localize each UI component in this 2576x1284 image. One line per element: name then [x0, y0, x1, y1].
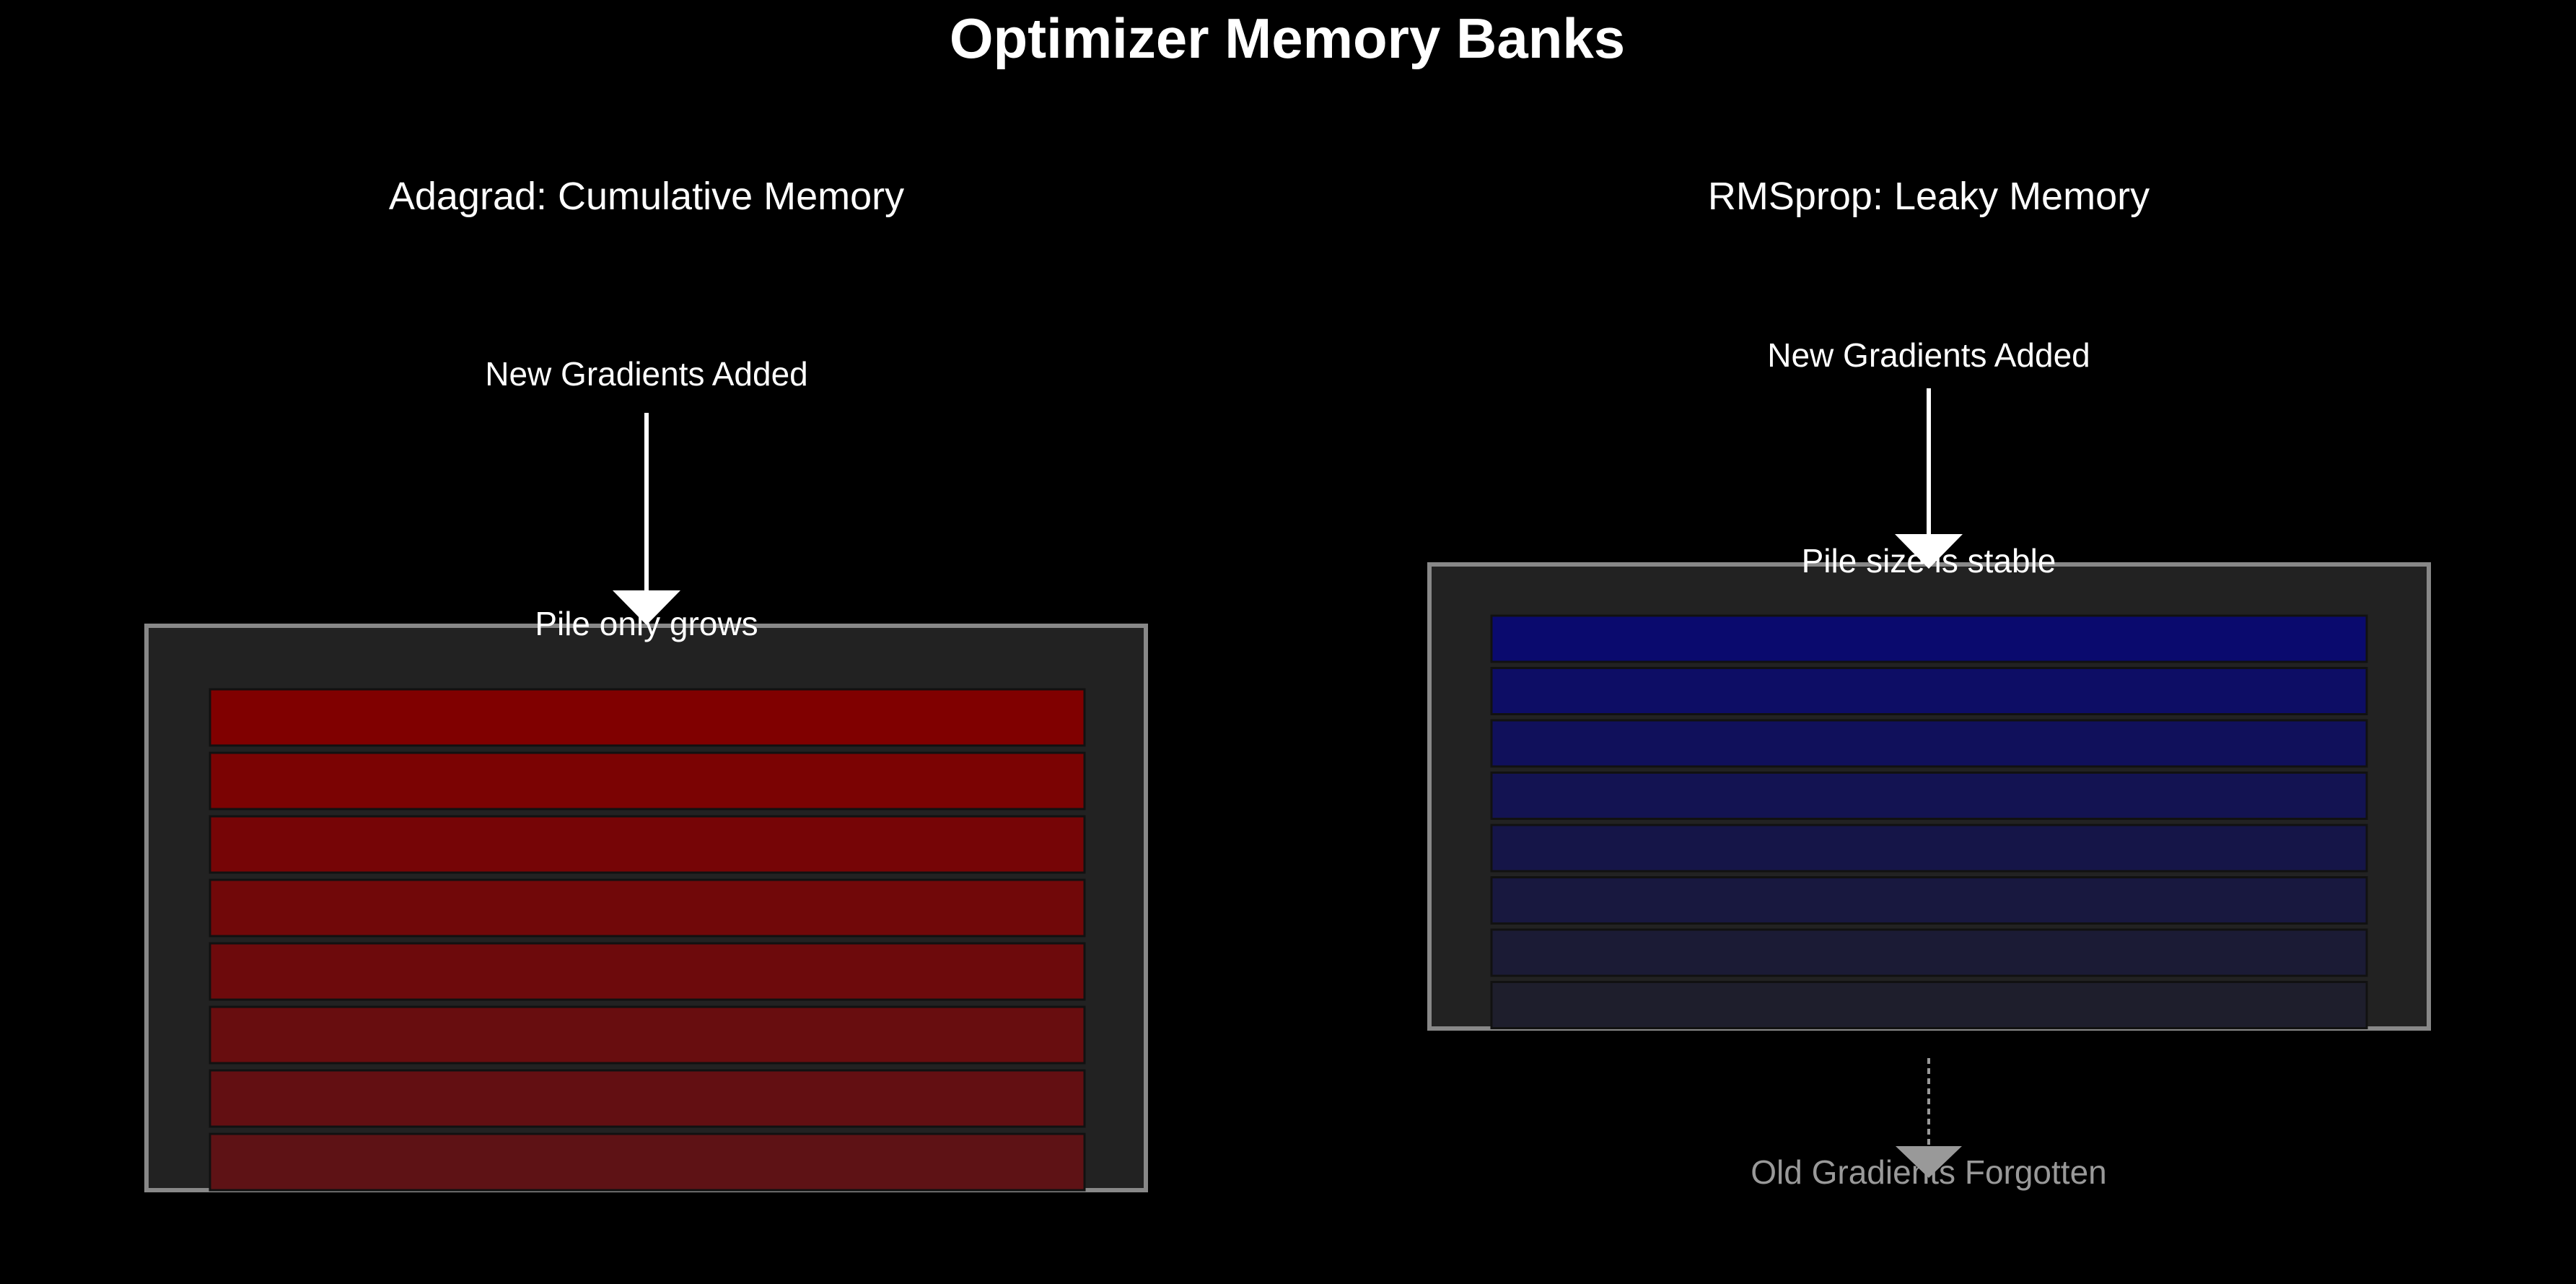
rmsprop-input-arrow-icon	[1895, 388, 1963, 569]
rmsprop-gradient-slab	[1490, 824, 2368, 873]
adagrad-gradient-slab	[209, 1132, 1086, 1192]
rmsprop-gradient-slab	[1490, 928, 2368, 977]
adagrad-gradient-slab	[209, 878, 1086, 938]
diagram-title: Optimizer Memory Banks	[950, 6, 1625, 70]
rmsprop-output-arrow-icon	[1896, 1058, 1962, 1178]
adagrad-gradient-slabs	[209, 688, 1086, 1192]
adagrad-panel-title: Adagrad: Cumulative Memory	[389, 175, 904, 218]
adagrad-gradient-slab	[209, 815, 1086, 874]
adagrad-gradient-slab	[209, 688, 1086, 747]
adagrad-gradient-slab	[209, 1005, 1086, 1065]
rmsprop-gradient-slab	[1490, 614, 2368, 663]
adagrad-panel: Adagrad: Cumulative Memory New Gradients…	[144, 175, 1148, 1192]
rmsprop-status-label: Pile size is stable	[1802, 542, 2056, 580]
rmsprop-panel: RMSprop: Leaky Memory New Gradients Adde…	[1427, 175, 2431, 1191]
rmsprop-gradient-slabs	[1490, 614, 2368, 1029]
rmsprop-gradient-slab	[1490, 981, 2368, 1029]
adagrad-input-arrow-icon	[613, 413, 680, 625]
adagrad-input-label: New Gradients Added	[485, 355, 808, 393]
adagrad-status-label: Pile only grows	[535, 605, 758, 642]
adagrad-gradient-slab	[209, 942, 1086, 1001]
adagrad-gradient-slab	[209, 1069, 1086, 1128]
rmsprop-gradient-slab	[1490, 876, 2368, 925]
rmsprop-gradient-slab	[1490, 772, 2368, 820]
rmsprop-output-label: Old Gradients Forgotten	[1751, 1153, 2106, 1191]
rmsprop-input-label: New Gradients Added	[1767, 336, 2090, 374]
rmsprop-gradient-slab	[1490, 719, 2368, 768]
adagrad-gradient-slab	[209, 751, 1086, 811]
rmsprop-gradient-slab	[1490, 667, 2368, 715]
rmsprop-panel-title: RMSprop: Leaky Memory	[1708, 175, 2150, 218]
